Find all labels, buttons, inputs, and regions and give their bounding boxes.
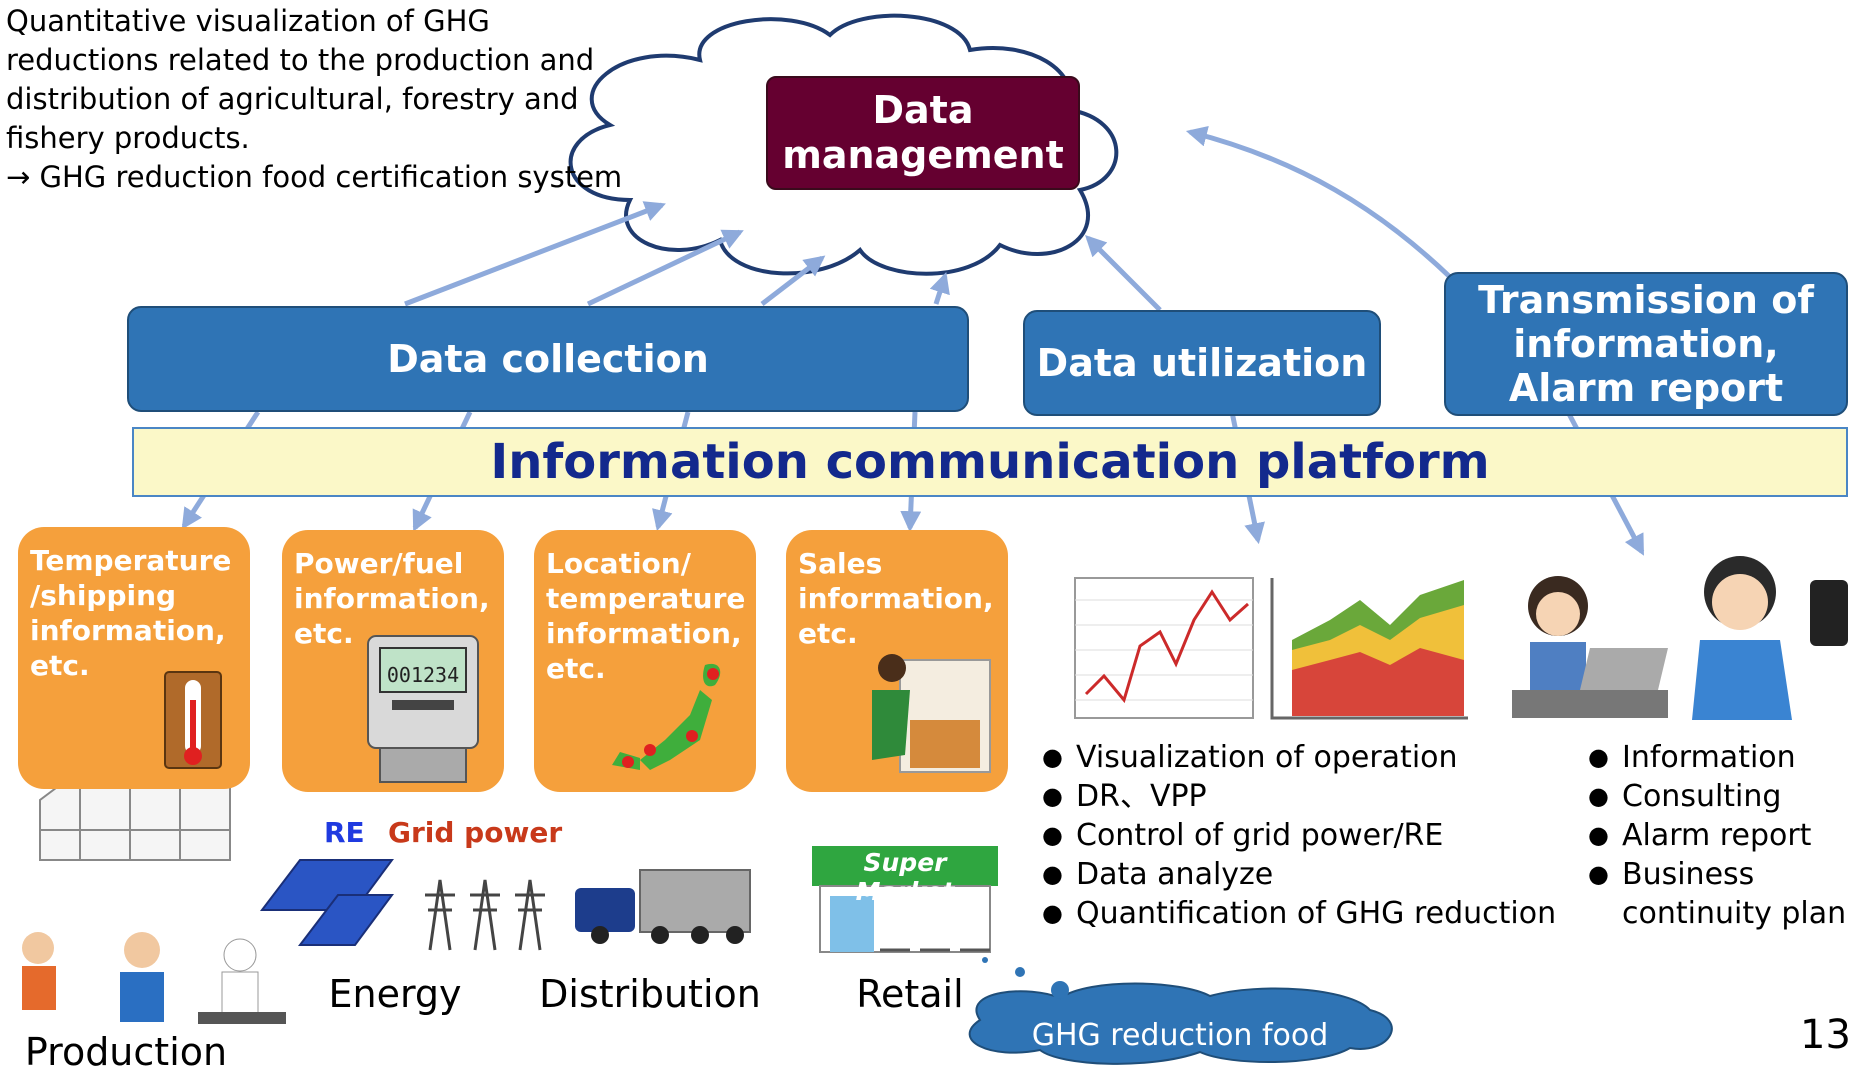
data-collection-label: Data collection <box>387 337 709 381</box>
utilization-item: Control of grid power/RE <box>1042 816 1602 855</box>
caption-text: Quantitative visualization of GHG reduct… <box>6 2 686 197</box>
card-line: information, <box>294 582 490 615</box>
data-management-line2: management <box>782 133 1064 177</box>
caption-line: reductions related to the production and <box>6 43 595 77</box>
ghg-food-text: GHG reduction food <box>1031 1018 1329 1053</box>
electricity-meter-icon: 001234 <box>367 635 479 783</box>
transmission-item: Information <box>1588 738 1868 777</box>
data-collection-box: Data collection <box>127 306 969 412</box>
card-line: temperature <box>546 582 746 615</box>
page-number-text: 13 <box>1800 1012 1851 1058</box>
thought-bubble-dot <box>1015 967 1025 977</box>
shop-worker-icon <box>872 654 991 773</box>
card-line: etc. <box>798 617 858 650</box>
distribution-label: Distribution <box>539 972 761 1016</box>
caption-line: → GHG reduction food certification syste… <box>6 160 623 194</box>
information-platform-bar: Information communication platform <box>132 427 1848 497</box>
card-line: etc. <box>30 649 90 682</box>
grid-power-label: Grid power <box>388 816 562 849</box>
card-line: information, <box>798 582 994 615</box>
ghg-food-label: GHG reduction food <box>1000 1018 1360 1053</box>
transmission-line: information, <box>1513 322 1779 366</box>
transmission-item: Consulting <box>1588 777 1868 816</box>
utilization-item: Quantification of GHG reduction <box>1042 894 1602 933</box>
card-line: information, <box>546 617 742 650</box>
thought-bubble-dot <box>1051 981 1069 999</box>
card-line: Power/fuel <box>294 547 464 580</box>
card-line: information, <box>30 614 226 647</box>
area-chart-illustration <box>1270 578 1468 720</box>
utilization-item: Data analyze <box>1042 855 1602 894</box>
transmission-item: Alarm report <box>1588 816 1868 855</box>
card-line: etc. <box>294 617 354 650</box>
phone-user-icon <box>1692 556 1848 720</box>
re-text: RE <box>324 816 365 849</box>
grid-power-text: Grid power <box>388 816 563 849</box>
sector-production: Production <box>6 1030 246 1074</box>
sector-retail: Retail <box>840 972 980 1016</box>
ghg-food-cloud <box>968 982 1393 1065</box>
utilization-item: DR、VPP <box>1042 777 1602 816</box>
platform-label: Information communication platform <box>490 434 1490 490</box>
transmission-list: Information Consulting Alarm report Busi… <box>1588 738 1868 933</box>
card-line: /shipping <box>30 579 177 612</box>
retail-label: Retail <box>856 972 964 1016</box>
caption-line: distribution of agricultural, forestry a… <box>6 82 579 116</box>
transmission-line: Transmission of <box>1478 278 1814 322</box>
transmission-item: Business continuity plan <box>1588 855 1868 933</box>
upload-arrows <box>404 125 1452 312</box>
sector-distribution: Distribution <box>530 972 770 1016</box>
supermarket-icon <box>812 846 998 953</box>
card-line: Sales <box>798 547 883 580</box>
caption-line: Quantitative visualization of GHG <box>6 4 490 38</box>
production-workers-icon <box>22 932 286 1024</box>
supermarket-sign: Super Market <box>812 848 998 906</box>
truck-icon <box>575 869 751 944</box>
utilization-list: Visualization of operation DR、VPP Contro… <box>1042 738 1602 933</box>
power-towers-icon <box>425 879 545 951</box>
data-utilization-label: Data utilization <box>1036 341 1368 385</box>
caption-line: fishery products. <box>6 121 250 155</box>
data-management-box: Data management <box>766 76 1080 190</box>
sector-energy: Energy <box>300 972 490 1016</box>
operator-laptop-icon <box>1512 576 1668 718</box>
data-management-line1: Data <box>872 88 974 132</box>
page-number: 13 <box>1800 1012 1851 1058</box>
thermometer-icon <box>164 671 222 769</box>
data-utilization-box: Data utilization <box>1023 310 1381 416</box>
re-label: RE <box>324 816 365 849</box>
production-label: Production <box>24 1030 228 1074</box>
thought-bubble-dot <box>982 957 988 963</box>
card-line: Location/ <box>546 547 691 580</box>
transmission-box: Transmission of information, Alarm repor… <box>1444 272 1848 416</box>
card-line: Temperature <box>30 544 232 577</box>
transmission-line: Alarm report <box>1508 366 1784 410</box>
solar-panels-icon <box>259 859 394 946</box>
greenhouse-icon <box>39 769 231 861</box>
line-chart-illustration <box>1074 577 1254 719</box>
energy-label: Energy <box>328 972 462 1016</box>
info-card-temperature: Temperature /shipping information, etc. <box>18 527 250 789</box>
japan-map-icon <box>612 663 721 770</box>
supermarket-sign-text: Super Market <box>855 848 955 906</box>
utilization-item: Visualization of operation <box>1042 738 1602 777</box>
meter-reading: 001234 <box>387 663 459 687</box>
card-line: etc. <box>546 652 606 685</box>
